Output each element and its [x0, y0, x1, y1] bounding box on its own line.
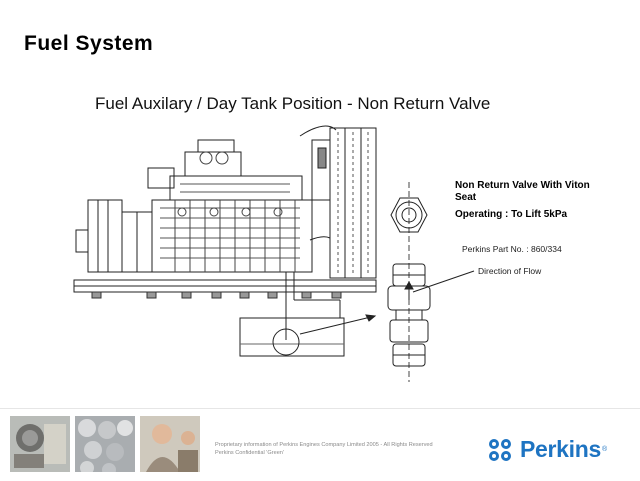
valve-side-view — [387, 263, 431, 367]
footer-line-1: Proprietary information of Perkins Engin… — [215, 442, 433, 448]
part-number-label: Perkins Part No. : 860/334 — [462, 244, 562, 254]
footer-copyright: Proprietary information of Perkins Engin… — [215, 441, 433, 457]
day-tank — [239, 317, 345, 357]
components-photo — [75, 416, 135, 472]
footer-bar — [0, 408, 640, 481]
valve-highlight-circle — [272, 328, 300, 356]
slide-title: Fuel System — [24, 32, 154, 55]
perkins-logo: Perkins ® — [488, 436, 607, 463]
radiator — [311, 127, 377, 279]
registered-mark: ® — [602, 446, 608, 453]
operating-pressure-callout: Operating : To Lift 5kPa — [455, 209, 568, 220]
technician-photo — [140, 416, 200, 472]
alternator — [75, 199, 153, 273]
footer-line-2: Perkins Confidential 'Green' — [215, 450, 284, 456]
perkins-logo-text: Perkins — [520, 436, 602, 462]
valve-callout: Non Return Valve With Viton Seat — [455, 180, 590, 203]
diagram-title: Fuel Auxilary / Day Tank Position - Non … — [95, 94, 491, 113]
engine-photo — [10, 416, 70, 472]
valve-top-view — [390, 197, 428, 233]
generator-fuel-system-diagram — [73, 125, 475, 382]
engine-block — [147, 139, 313, 273]
direction-of-flow-label: Direction of Flow — [478, 266, 542, 276]
perkins-logo-icon — [489, 438, 511, 461]
